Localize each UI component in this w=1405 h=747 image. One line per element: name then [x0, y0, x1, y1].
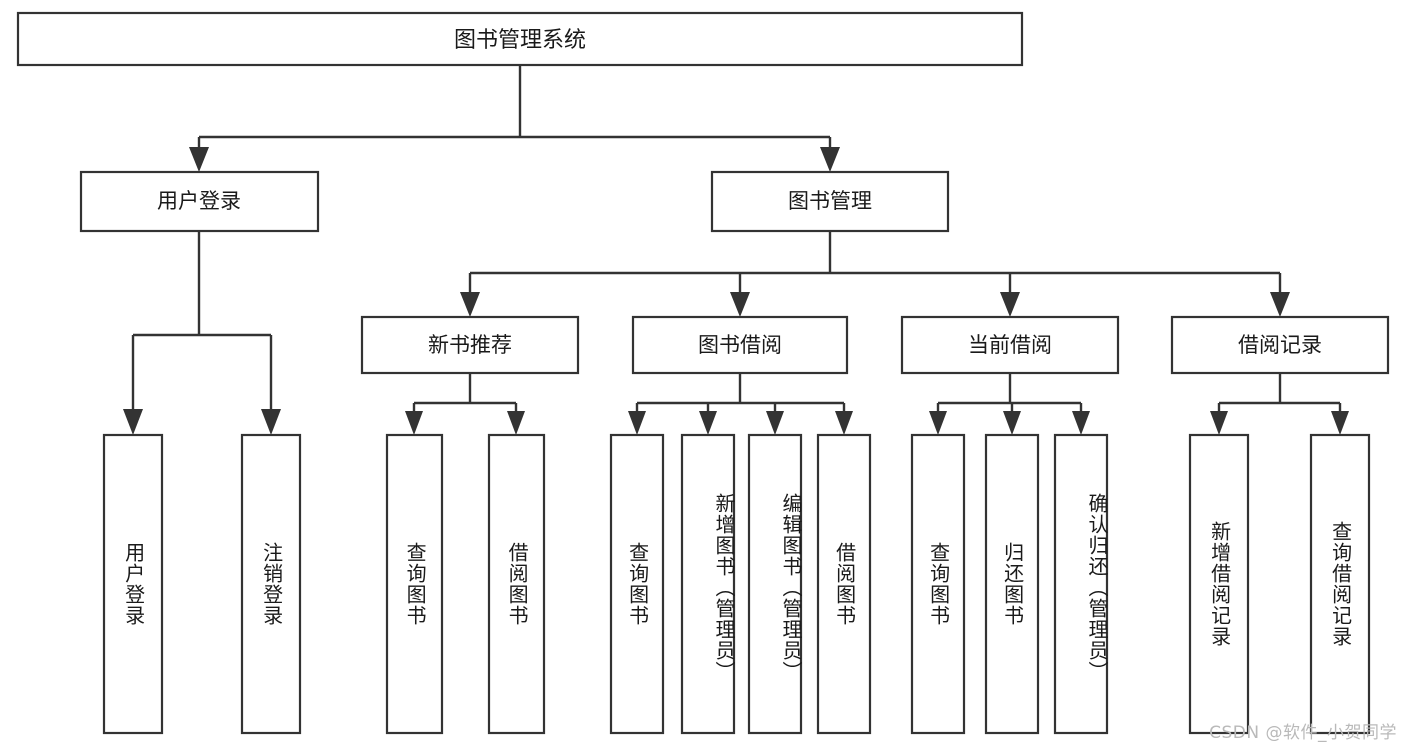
leaf-query-borrow-record-box[interactable] [1309, 433, 1371, 735]
connector-layer [123, 65, 1349, 435]
node-root-box[interactable] [16, 11, 1024, 67]
arrowhead-leaf-user-login [123, 409, 143, 435]
node-current-borrow-label: 当前借阅 [968, 333, 1052, 357]
node-root-label: 图书管理系统 [454, 28, 586, 53]
leaf-add-borrow-record-box[interactable] [1188, 433, 1250, 735]
leaf-edit-book-box[interactable] [747, 433, 803, 735]
node-new-book-recommend-box[interactable] [360, 315, 580, 375]
arrowhead-bookmgmt [820, 147, 840, 172]
arrowhead-borrowrecord [1270, 292, 1290, 317]
arrowhead-leaf-query-book-2 [628, 411, 646, 435]
node-book-management-box[interactable] [710, 170, 950, 233]
arrowhead-leaf-borrow-book-2 [835, 411, 853, 435]
node-book-borrow-label: 图书借阅 [698, 333, 782, 357]
arrowhead-leaf-add-book [699, 411, 717, 435]
leaf-borrow-book-1-box[interactable] [487, 433, 546, 735]
leaf-return-book-box[interactable] [984, 433, 1040, 735]
leaf-borrow-book-2-box[interactable] [816, 433, 872, 735]
node-borrow-record-label: 借阅记录 [1238, 333, 1322, 357]
arrowhead-leaf-add-record [1210, 411, 1228, 435]
node-layer: 图书管理系统 用户登录 图书管理 新书推荐 图书借阅 当前借阅 借阅记录 [16, 11, 1390, 735]
leaf-user-login-box[interactable] [102, 433, 164, 735]
arrowhead-leaf-query-book-3 [929, 411, 947, 435]
leaf-query-book-3-box[interactable] [910, 433, 966, 735]
arrowhead-userlogin [189, 147, 209, 172]
node-book-borrow-box[interactable] [631, 315, 849, 375]
arrowhead-borrowbook [730, 292, 750, 317]
arrowhead-leaf-query-book-1 [405, 411, 423, 435]
node-book-management-label: 图书管理 [788, 189, 872, 213]
node-current-borrow-box[interactable] [900, 315, 1120, 375]
arrowhead-leaf-confirm-return [1072, 411, 1090, 435]
arrowhead-newbook [460, 292, 480, 317]
arrowhead-currentborrow [1000, 292, 1020, 317]
leaf-confirm-return-box[interactable] [1053, 433, 1109, 735]
leaf-logout-box[interactable] [240, 433, 302, 735]
watermark-text: CSDN @软件_小贺同学 [1209, 723, 1397, 743]
node-new-book-recommend-label: 新书推荐 [428, 333, 512, 357]
node-user-login-label: 用户登录 [157, 189, 241, 213]
leaf-query-book-2-box[interactable] [609, 433, 665, 735]
leaf-query-book-1-box[interactable] [385, 433, 444, 735]
leaf-add-book-box[interactable] [680, 433, 736, 735]
node-borrow-record-box[interactable] [1170, 315, 1390, 375]
arrowhead-leaf-borrow-book-1 [507, 411, 525, 435]
arrowhead-leaf-query-record [1331, 411, 1349, 435]
node-user-login-box[interactable] [79, 170, 320, 233]
arrowhead-leaf-logout [261, 409, 281, 435]
arrowhead-leaf-return-book [1003, 411, 1021, 435]
arrowhead-leaf-edit-book [766, 411, 784, 435]
